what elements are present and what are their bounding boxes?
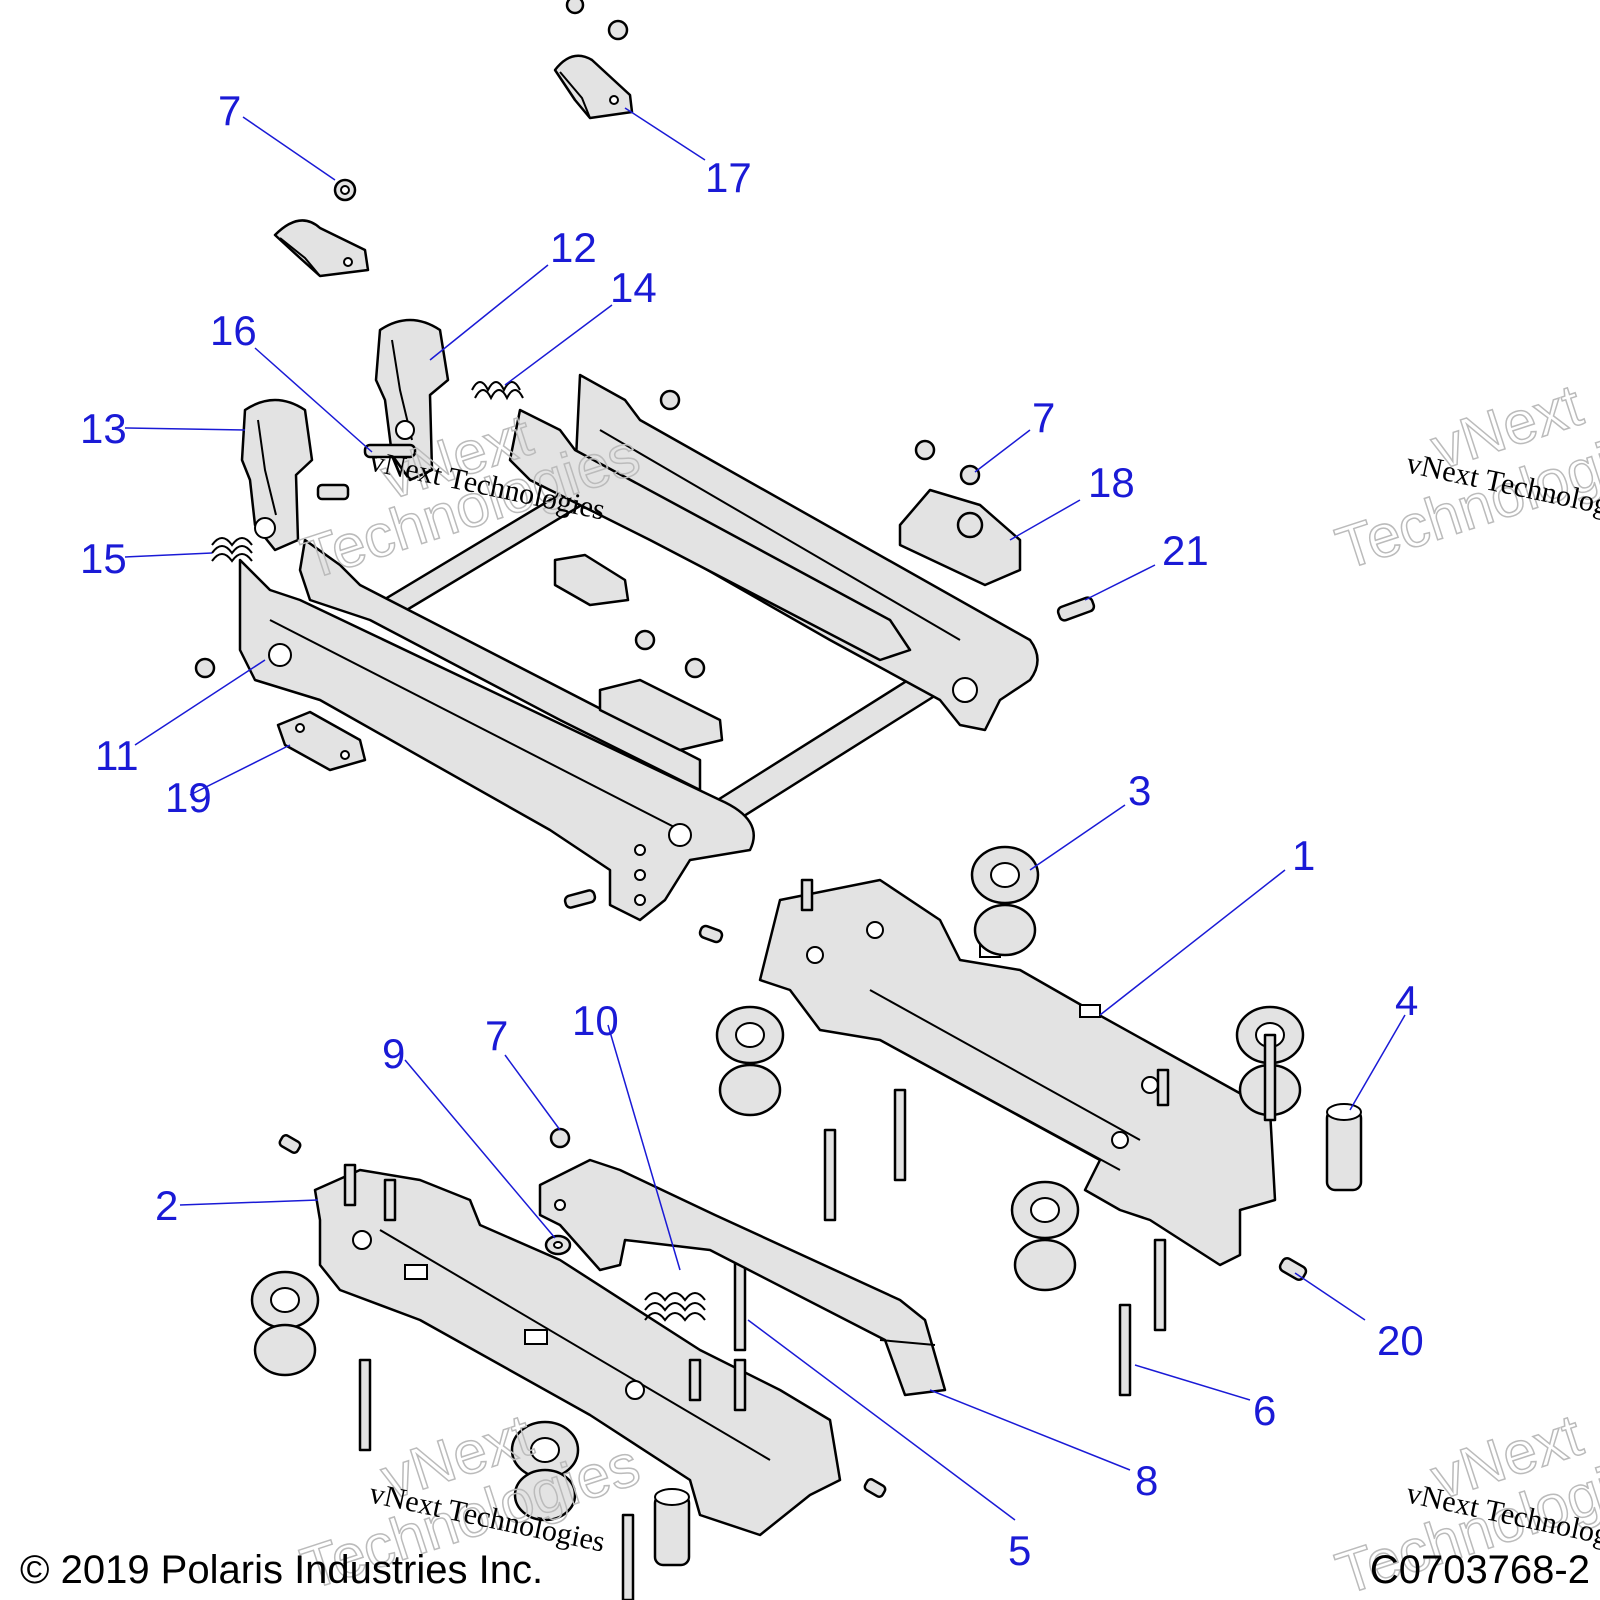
part-bracket-middle [553,553,724,752]
callout-13: 13 [80,405,127,452]
part-2-slide-rail [313,1163,842,1537]
callout-6: 6 [1253,1387,1276,1434]
part-16-pin [363,443,417,459]
part-19-bracket [276,710,367,772]
part-17-clamp-top [553,0,634,120]
callout-16: 16 [210,307,257,354]
part-13-latch [240,398,350,552]
part-roller-right [1235,1005,1305,1122]
part-20-bolt [1278,1257,1308,1281]
callout-10: 10 [572,997,619,1044]
part-15-spring [211,537,253,563]
part-7-nut-frame [194,389,981,679]
callout-18: 18 [1088,459,1135,506]
part-roller-bottom [1010,1180,1080,1292]
callout-7b: 7 [1032,394,1055,441]
part-roller-left [715,1005,785,1117]
part-4-spacer [1325,1103,1363,1192]
callout-11: 11 [95,732,139,779]
upper-seat-frame [238,373,1039,922]
part-10-spring [644,1292,706,1322]
callout-5: 5 [1008,1527,1031,1574]
part-6-bolts [823,1088,1167,1397]
callout-3: 3 [1128,767,1151,814]
part-9-washer [544,1234,572,1256]
callout-7a: 7 [218,87,241,134]
part-12-latch [374,318,450,482]
part-1-slide-rail [758,878,1277,1267]
callout-20: 20 [1377,1317,1424,1364]
callout-12: 12 [550,224,597,271]
leader-lines [124,107,1406,1521]
callout-19: 19 [165,774,212,821]
callout-17: 17 [705,154,752,201]
callout-9: 9 [382,1030,405,1077]
part-21-bolt [1056,596,1096,622]
callout-7c: 7 [485,1012,508,1059]
part-bolt-frame-front [563,889,724,944]
part-bolts-rail2 [278,1134,887,1600]
callout-14: 14 [610,264,657,311]
part-roller-rail2-bottom [510,1420,580,1522]
part-roller-rail2-left [250,1270,320,1377]
part-8-release-lever [538,1158,947,1397]
callout-2: 2 [155,1182,178,1229]
part-18-bracket [898,488,1022,587]
copyright-text: © 2019 Polaris Industries Inc. [20,1548,543,1592]
callout-1: 1 [1292,832,1315,879]
part-7-nut-lever [549,1127,571,1149]
drawing-number: C0703768-2 [1370,1548,1590,1592]
part-7-nut-top [333,178,357,202]
callout-numbers: 1 2 3 4 5 6 7 7 7 8 9 10 11 12 13 14 15 … [80,87,1424,1574]
part-14-spring [471,381,524,401]
callout-4: 4 [1395,977,1418,1024]
callout-8: 8 [1135,1457,1158,1504]
part-spacer-rail2 [653,1488,691,1567]
callout-15: 15 [80,535,127,582]
part-3-roller [970,845,1040,957]
callout-21: 21 [1162,527,1209,574]
part-clamp-left [273,219,370,278]
